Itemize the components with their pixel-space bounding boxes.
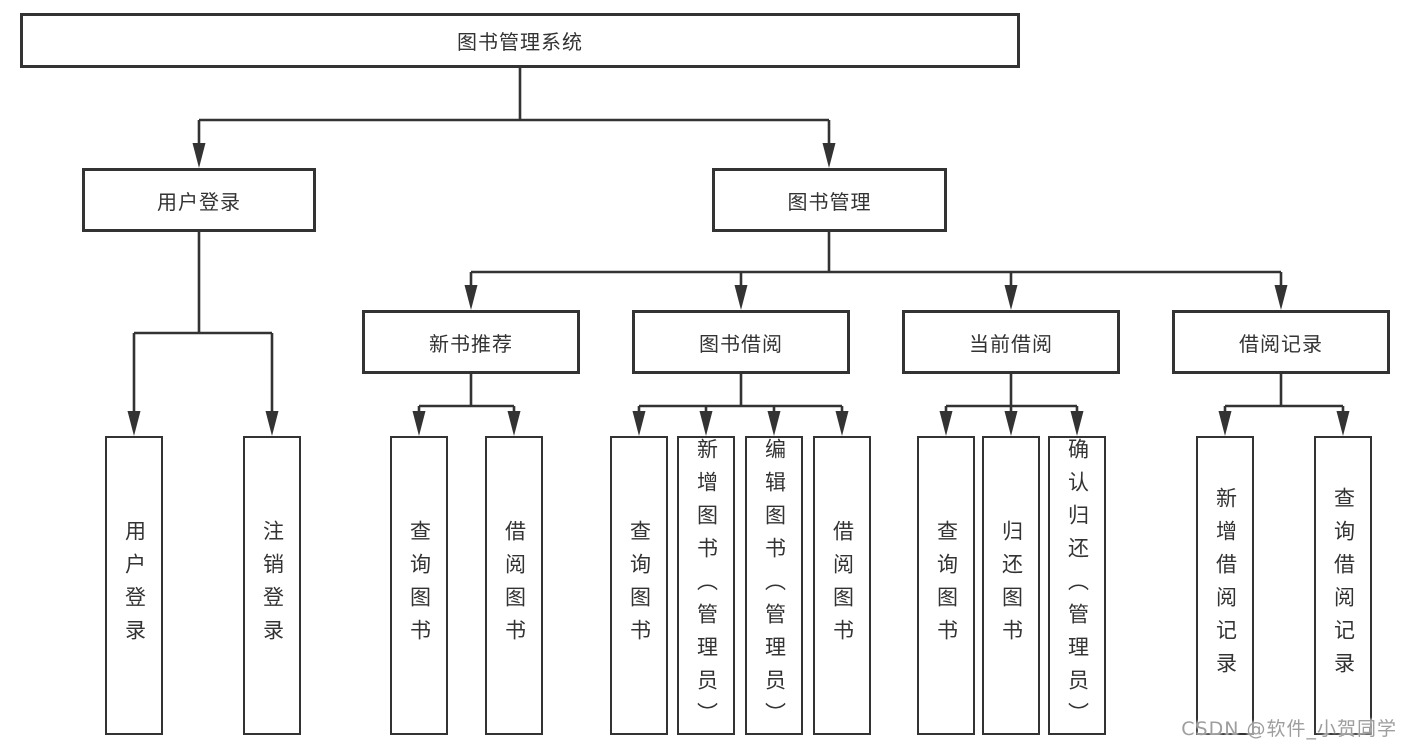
node-label: 查询图书 [407,519,432,652]
leaf-user-login: 用户登录 [105,436,163,735]
leaf-query-books-2: 查询图书 [610,436,668,735]
node-label: 新增借阅记录 [1213,486,1238,685]
node-label: 借阅图书 [502,519,527,652]
node-book-management: 图书管理 [712,168,947,232]
node-library-management-system: 图书管理系统 [20,13,1020,68]
node-new-book-recommendation: 新书推荐 [362,310,580,374]
leaf-borrow-books-2: 借阅图书 [813,436,871,735]
node-label: 查询图书 [934,519,959,652]
node-label: 编辑图书（管理员） [762,438,787,735]
leaf-query-borrow-record: 查询借阅记录 [1314,436,1372,735]
node-label: 新增图书（管理员） [694,438,719,735]
leaf-edit-books-admin: 编辑图书（管理员） [745,436,803,735]
node-label: 用户登录 [157,189,241,214]
node-label: 新书推荐 [429,331,513,356]
node-current-borrowing: 当前借阅 [902,310,1120,374]
node-label: 归还图书 [999,519,1024,652]
leaf-query-books-1: 查询图书 [390,436,448,735]
leaf-add-borrow-record: 新增借阅记录 [1196,436,1254,735]
node-label: 借阅记录 [1239,331,1323,356]
leaf-query-books-3: 查询图书 [917,436,975,735]
leaf-logout: 注销登录 [243,436,301,735]
node-label: 借阅图书 [830,519,855,652]
node-book-borrowing: 图书借阅 [632,310,850,374]
leaf-borrow-books-1: 借阅图书 [485,436,543,735]
leaf-return-books: 归还图书 [982,436,1040,735]
node-label: 查询借阅记录 [1331,486,1356,685]
node-label: 确认归还（管理员） [1065,438,1090,735]
node-label: 当前借阅 [969,331,1053,356]
leaf-confirm-return-admin: 确认归还（管理员） [1048,436,1106,735]
node-label: 图书管理 [787,189,872,214]
node-label: 图书借阅 [699,331,783,356]
node-label: 注销登录 [260,519,285,652]
leaf-add-books-admin: 新增图书（管理员） [677,436,735,735]
node-borrowing-records: 借阅记录 [1172,310,1390,374]
node-user-login: 用户登录 [82,168,316,232]
node-label: 用户登录 [122,519,147,652]
csdn-watermark: CSDN @软件_小贺同学 [1181,718,1397,740]
node-label: 图书管理系统 [457,30,583,54]
node-label: 查询图书 [627,519,652,652]
